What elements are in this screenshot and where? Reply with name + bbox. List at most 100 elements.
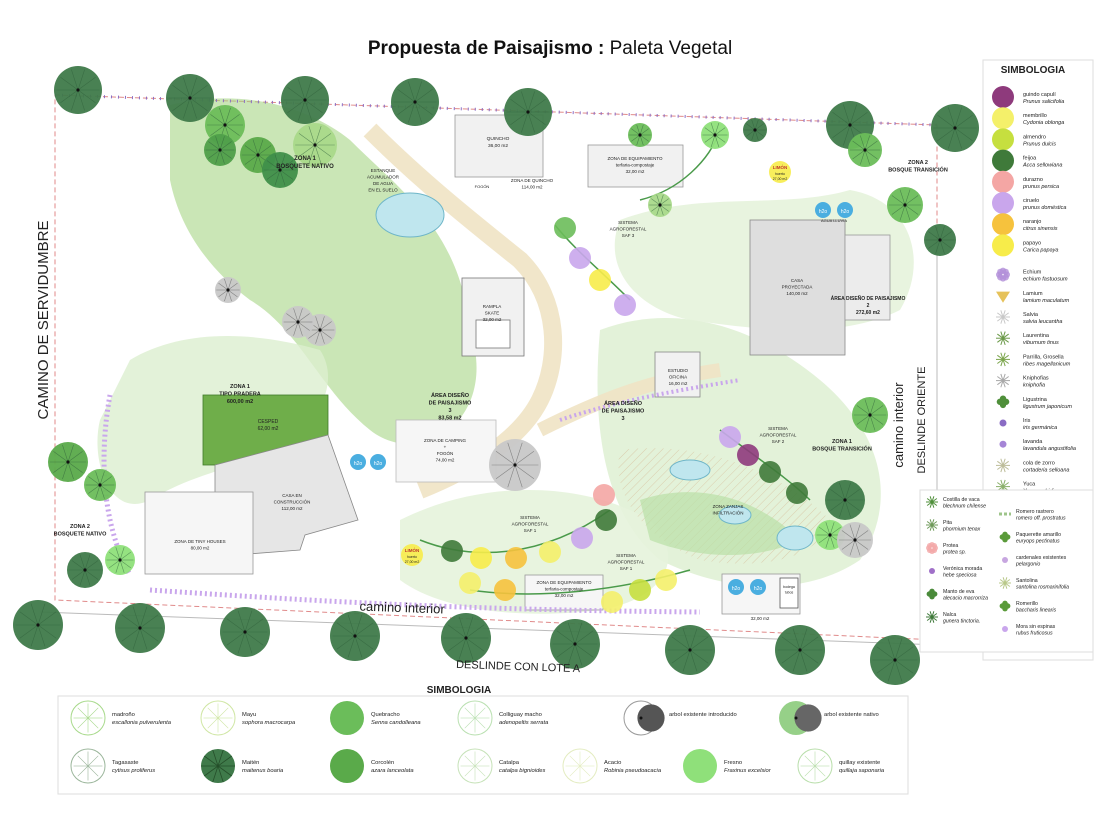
fruit-tree-1 [589, 269, 611, 291]
legend-common-name: Fresno [724, 760, 742, 766]
legend-sci-name: kniphofia [1023, 383, 1045, 389]
west-tree-0 [48, 442, 88, 482]
legend-sci-name: Prunus salicifolia [1023, 99, 1064, 105]
building-label-tiny-houses: 80,00 m2 [191, 546, 210, 551]
building-label-saf1a: SAF 1 [524, 528, 537, 533]
west-tree-3 [105, 545, 135, 575]
building-label-estanque: ESTANQUE [371, 168, 395, 173]
zone-label-zona1-bosque-transicion: ZONA 1 [832, 439, 852, 445]
building-label-casa-construccion: 112,00 m2 [282, 506, 303, 511]
zone-label-zona1-bosque-transicion: BOSQUE TRANSICIÓN [812, 445, 872, 453]
east-tree-0 [852, 397, 888, 433]
legend-common-name: Verónica morada [943, 566, 982, 572]
south-road-label: camino interior [359, 599, 445, 617]
bosquete-tree-4 [262, 152, 298, 188]
zone-label-area-diseno-3a: 83,58 m2 [438, 416, 461, 422]
legend-sci-name: azara lanceolata [371, 768, 414, 774]
building-label-zanjas: ZONA ZANJAS [713, 504, 744, 509]
legend-sci-name: citrus sinensis [1023, 226, 1058, 232]
right-legend-b-frame [919, 489, 1094, 653]
legend-sci-name: Fraxinus excelsior [724, 768, 772, 774]
legend-sci-name: alecacio macrorriza [943, 596, 988, 602]
existing-tree-2 [837, 522, 873, 558]
bottom-legend-frame [57, 695, 909, 795]
legend-sci-name: hebe speciosa [943, 573, 977, 579]
misc-tree-2 [743, 118, 767, 142]
fruit-tree-9 [470, 547, 492, 569]
fruit-tree-11 [539, 541, 561, 563]
fruit-tree-3 [554, 217, 576, 239]
legend-sci-name: protea sp. [942, 550, 966, 556]
building-label-camping: FOGÓN [437, 450, 454, 456]
h2o-label: h2o [819, 209, 828, 215]
zanja-green [640, 492, 800, 555]
legend-common-name: arbol existente introducido [669, 712, 737, 718]
zone-label-zona2-bosque-transicion: BOSQUE TRANSICIÓN [888, 166, 948, 174]
bottom-legend-item: arbol existente introducido [623, 700, 737, 736]
legend-common-name: papayo [1023, 240, 1041, 246]
legend-sci-name: phormium tenax [942, 527, 981, 533]
existing-tree-3 [215, 277, 241, 303]
legend-common-name: Salvia [1023, 312, 1039, 318]
legend-common-name: durazno [1023, 177, 1043, 183]
zone-label-area-diseno-3a: DE PAISAJISMO [429, 401, 472, 407]
building-label-camping: ZONA DE CAMPING [424, 438, 467, 443]
building-label-casa-proyectada: PROYECTADA [782, 285, 813, 290]
legend-common-name: Ligustrina [1023, 397, 1048, 403]
legend-sci-name: euryops pectinatus [1016, 539, 1060, 545]
fruit-tree-16 [494, 579, 516, 601]
west-tree-1 [84, 469, 116, 501]
legend-sci-name: santolina rosmarinifolia [1016, 585, 1069, 591]
maiten-tree-north-4 [504, 88, 552, 136]
building-label-estudio: ESTUDIO [668, 368, 689, 373]
east-tree-4 [924, 224, 956, 256]
maiten-tree-south-7 [775, 625, 825, 675]
legend-common-name: Kniphofias [1023, 376, 1049, 382]
legend-sci-name: catalpa bignioides [499, 768, 546, 774]
estanque-shape [375, 192, 445, 238]
legend-sci-name: ligustrum japonicum [1023, 404, 1072, 410]
maiten-tree-north-2 [281, 76, 329, 124]
existing-tree-1 [489, 439, 541, 491]
fruit-tree-0 [569, 247, 591, 269]
east-tree-3 [887, 187, 923, 223]
legend-sci-name: pelargonio [1015, 562, 1040, 568]
right-legend-title: SIMBOLOGIA [1001, 65, 1065, 76]
misc-tree-1 [701, 121, 729, 149]
legend-common-name: madroño [112, 712, 135, 718]
h2o-tank-1 [370, 454, 386, 470]
building-label-estanque: DE AGUA [373, 181, 393, 186]
building-label-saf2: AGROFORESTAL [760, 433, 797, 438]
page-title: Propuesta de Paisajismo : Paleta Vegetal [0, 38, 1100, 60]
bottom-legend-item: Corcolén azara lanceolata [330, 749, 414, 783]
maiten-tree-north-3 [391, 78, 439, 126]
building-label-equipamiento-sur: terfaria-compostaje [545, 587, 584, 592]
zanja-pond-3 [718, 505, 752, 525]
maiten-tree-south-1 [115, 603, 165, 653]
building-label-zona-quincho: ZONA DE QUINCHO [511, 178, 554, 183]
legend-sci-name: Acca sellowiana [1022, 163, 1062, 169]
zanja-pond-2 [776, 525, 814, 551]
legend-common-name: almendro [1023, 134, 1046, 140]
legend-sci-name: romero off. prostratus [1016, 516, 1066, 522]
legend-sci-name: salvia leucantha [1023, 319, 1062, 325]
legend-common-name: Corcolén [371, 760, 394, 766]
